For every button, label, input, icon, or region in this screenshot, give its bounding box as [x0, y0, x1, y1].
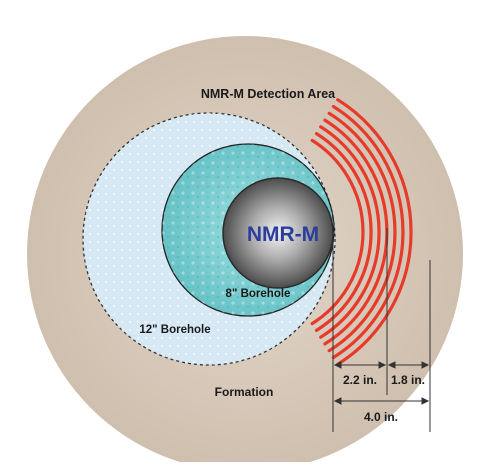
formation-label: Formation	[215, 385, 274, 399]
arrowhead	[421, 361, 430, 369]
detection-shell	[336, 98, 413, 366]
arrowhead	[387, 361, 396, 369]
tool-label: NMR-M	[247, 223, 319, 246]
detection-area-label: NMR-M Detection Area	[201, 87, 336, 101]
arrowhead	[421, 397, 430, 405]
dim-outer-label: 1.8 in.	[391, 373, 425, 387]
detection-shell	[327, 111, 397, 353]
dim-total-label: 4.0 in.	[364, 410, 398, 424]
detection-shell	[331, 104, 405, 360]
detection-shell	[314, 132, 373, 332]
arrowhead	[378, 361, 387, 369]
arrowhead	[333, 361, 342, 369]
arrowhead	[333, 397, 342, 405]
detection-shell	[310, 138, 365, 326]
borehole-8in-label: 8" Borehole	[226, 288, 291, 300]
borehole-12in-label: 12" Borehole	[139, 324, 210, 336]
dim-inner-label: 2.2 in.	[343, 373, 377, 387]
dimension-lines	[332, 228, 431, 432]
detection-shell	[319, 125, 381, 339]
